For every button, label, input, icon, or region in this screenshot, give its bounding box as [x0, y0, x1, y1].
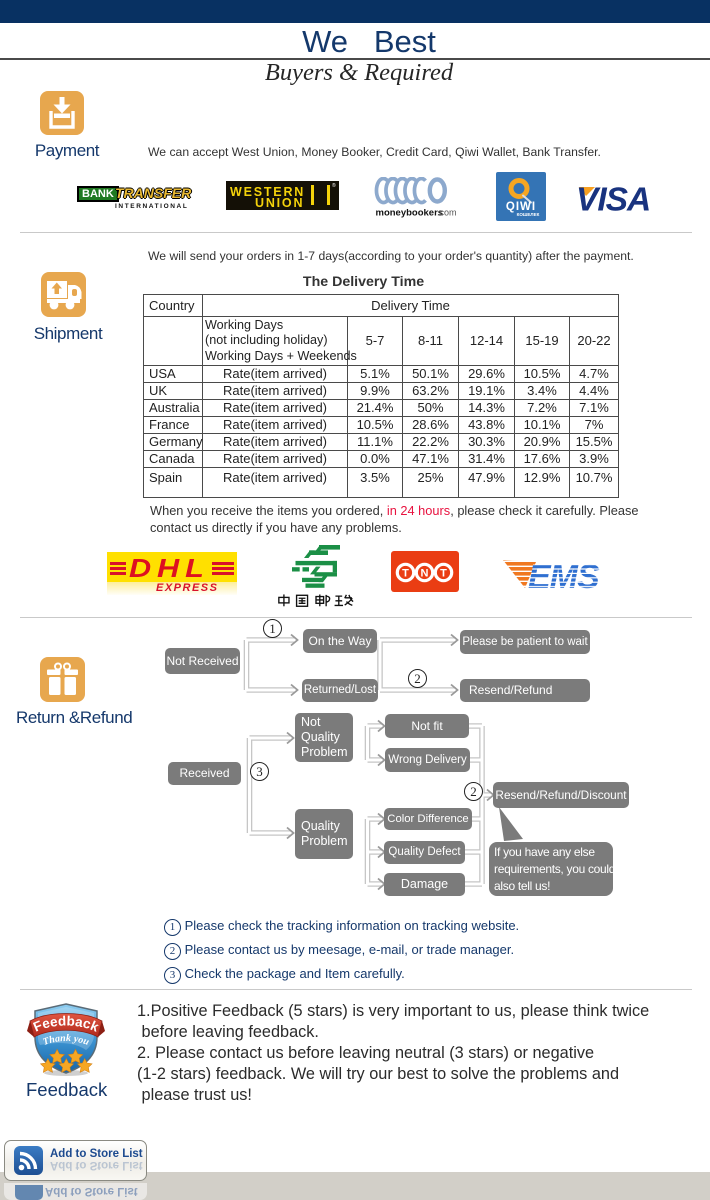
svg-text:N: N [421, 568, 429, 580]
svg-text:VISA: VISA [576, 184, 650, 214]
svg-text:EMS: EMS [528, 558, 600, 592]
svg-text:T: T [440, 568, 447, 580]
svg-text:moneybookers: moneybookers [376, 208, 444, 219]
svg-text:T: T [402, 568, 409, 580]
svg-text:Thank you: Thank you [42, 1033, 91, 1048]
svg-text:КОШЕЛЕК: КОШЕЛЕК [517, 212, 540, 217]
svg-text:QIWI: QIWI [506, 201, 536, 213]
svg-text:.com: .com [437, 208, 457, 218]
